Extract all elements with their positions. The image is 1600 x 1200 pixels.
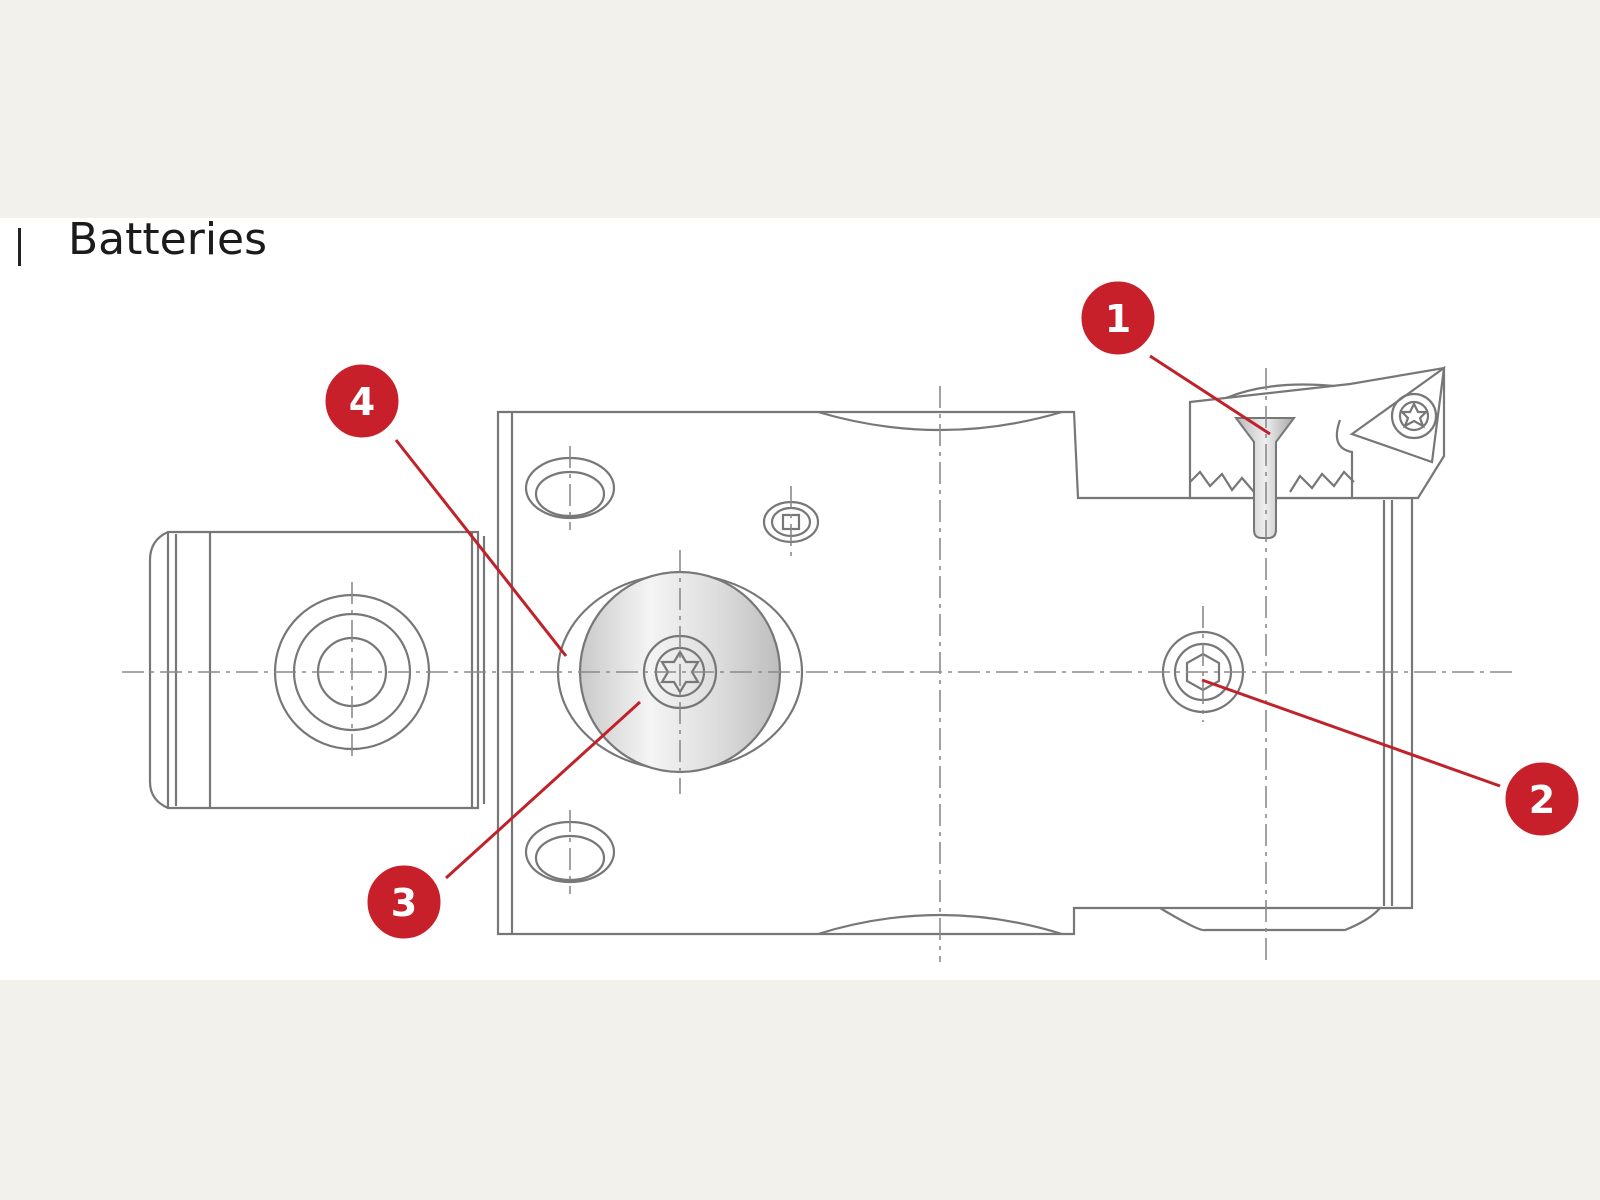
page-title: Batteries (68, 214, 268, 265)
shank (148, 530, 486, 810)
title-bar-marker (18, 228, 21, 266)
callout-2-number: 2 (1529, 778, 1555, 822)
main-body (496, 410, 1414, 936)
callout-1-number: 1 (1105, 297, 1131, 341)
center-lines (122, 368, 1512, 962)
callout-3: 3 (364, 862, 444, 942)
callout-4-number: 4 (349, 380, 375, 424)
callout-3-number: 3 (391, 881, 417, 925)
callout-1: 1 (1078, 278, 1158, 358)
callout-4: 4 (322, 361, 402, 441)
callout-2: 2 (1502, 759, 1582, 839)
leader-lines (394, 354, 1501, 880)
insert-clamp (1188, 365, 1446, 539)
